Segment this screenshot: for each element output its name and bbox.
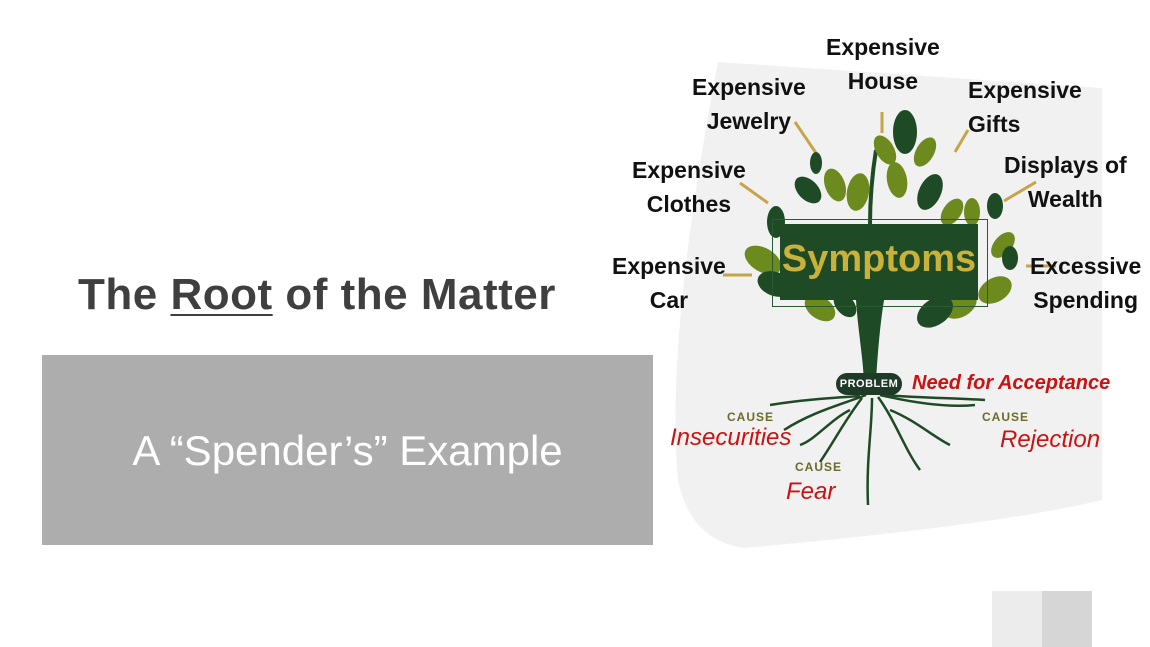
branch-top: [868, 149, 878, 226]
problem-badge: PROBLEM: [836, 373, 902, 395]
connector-wealth: [1003, 180, 1037, 203]
symptoms-box: Symptoms: [780, 224, 978, 300]
title-part-1: The: [78, 270, 171, 319]
cause-tag-insecurities: CAUSE: [727, 410, 775, 424]
cause-fear: Fear: [786, 478, 836, 505]
cause-tag-rejection: CAUSE: [982, 410, 1030, 424]
roots: [769, 393, 986, 506]
title-part-2: of the Matter: [272, 270, 556, 319]
problem-text: Need for Acceptance: [912, 372, 1111, 394]
connector-lines: [723, 112, 1056, 277]
subtitle-text: A “Spender’s” Example: [132, 427, 563, 474]
connector-jewelry: [793, 121, 818, 154]
leaf: [893, 110, 917, 154]
leaf: [794, 176, 822, 204]
leaf: [916, 296, 954, 328]
decor-square-dark: [1042, 591, 1092, 647]
leaf: [846, 173, 870, 211]
leaf: [917, 174, 943, 210]
tree-trunk: [856, 300, 884, 380]
tree-background-panel: [675, 62, 1102, 548]
cause-rejection: Rejection: [1000, 426, 1101, 453]
leaf: [886, 162, 908, 198]
leaf: [940, 198, 964, 226]
leaves: [744, 110, 1018, 328]
leaf: [1002, 246, 1018, 270]
leaf: [823, 168, 847, 202]
connector-clothes: [739, 181, 769, 205]
slide-title: The Root of the Matter: [78, 270, 556, 320]
subtitle-box: A “Spender’s” Example: [42, 355, 653, 545]
symptoms-label: Symptoms: [781, 238, 977, 280]
title-underlined-word: Root: [170, 270, 273, 319]
leaf: [978, 276, 1012, 304]
symptoms-frame: [772, 219, 988, 307]
leaf: [804, 294, 836, 322]
leaf: [810, 152, 822, 174]
decor-square-light: [992, 591, 1042, 647]
connector-gifts: [953, 129, 970, 153]
leaf: [913, 137, 937, 167]
leaf: [987, 193, 1003, 219]
leaf: [873, 135, 897, 165]
cause-insecurities: Insecurities: [670, 424, 792, 451]
cause-tag-fear: CAUSE: [795, 460, 843, 474]
